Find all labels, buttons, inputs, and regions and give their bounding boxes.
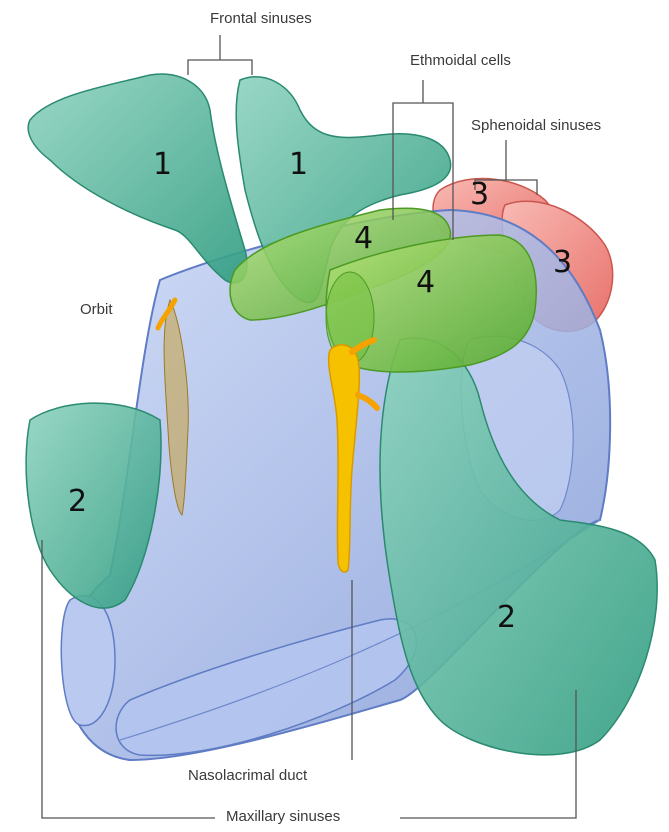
maxillary-sinus-number-right: 2: [497, 603, 516, 633]
nasolacrimal-duct-label: Nasolacrimal duct: [188, 767, 307, 784]
maxillary-sinus-number-left: 2: [68, 487, 87, 517]
orbit-label: Orbit: [80, 301, 113, 318]
sphenoidal-sinus-number-upper: 3: [470, 180, 489, 210]
sphenoidal-sinuses-label: Sphenoidal sinuses: [471, 117, 601, 134]
ethmoidal-cell-number-lower: 4: [416, 268, 435, 298]
maxillary-sinuses-label: Maxillary sinuses: [226, 808, 340, 825]
ethmoidal-cells-label: Ethmoidal cells: [410, 52, 511, 69]
sphenoidal-sinus-number-lower: 3: [553, 248, 572, 278]
ethmoidal-cell-number-upper: 4: [354, 224, 373, 254]
frontal-sinus-number-left: 1: [153, 150, 172, 180]
frontal-sinuses-label: Frontal sinuses: [210, 10, 312, 27]
frontal-sinus-number-right: 1: [289, 150, 308, 180]
